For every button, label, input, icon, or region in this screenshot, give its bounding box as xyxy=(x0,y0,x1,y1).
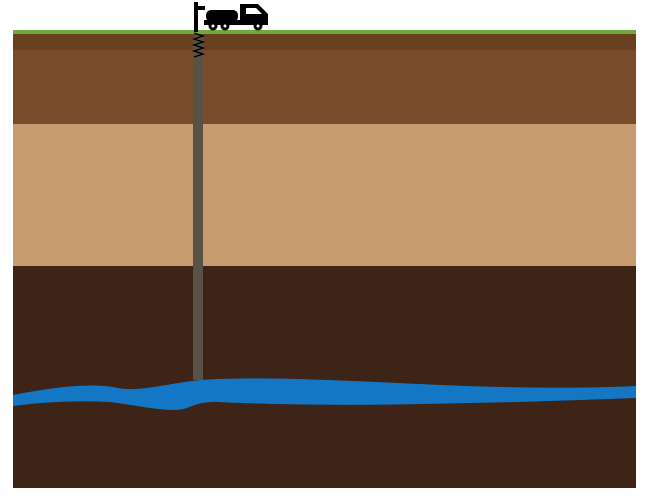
topsoil-layer xyxy=(13,33,636,50)
truck-window xyxy=(246,8,262,14)
drill-auger xyxy=(191,32,206,58)
wheel-hubs xyxy=(211,24,260,28)
sand-layer xyxy=(13,123,636,266)
upper-soil-layer xyxy=(13,49,636,124)
grass-strip xyxy=(13,30,636,34)
drill-truck-icon xyxy=(194,2,268,32)
well-casing xyxy=(193,36,203,380)
aquifer-band xyxy=(13,378,636,410)
bedrock-layer xyxy=(13,265,636,488)
